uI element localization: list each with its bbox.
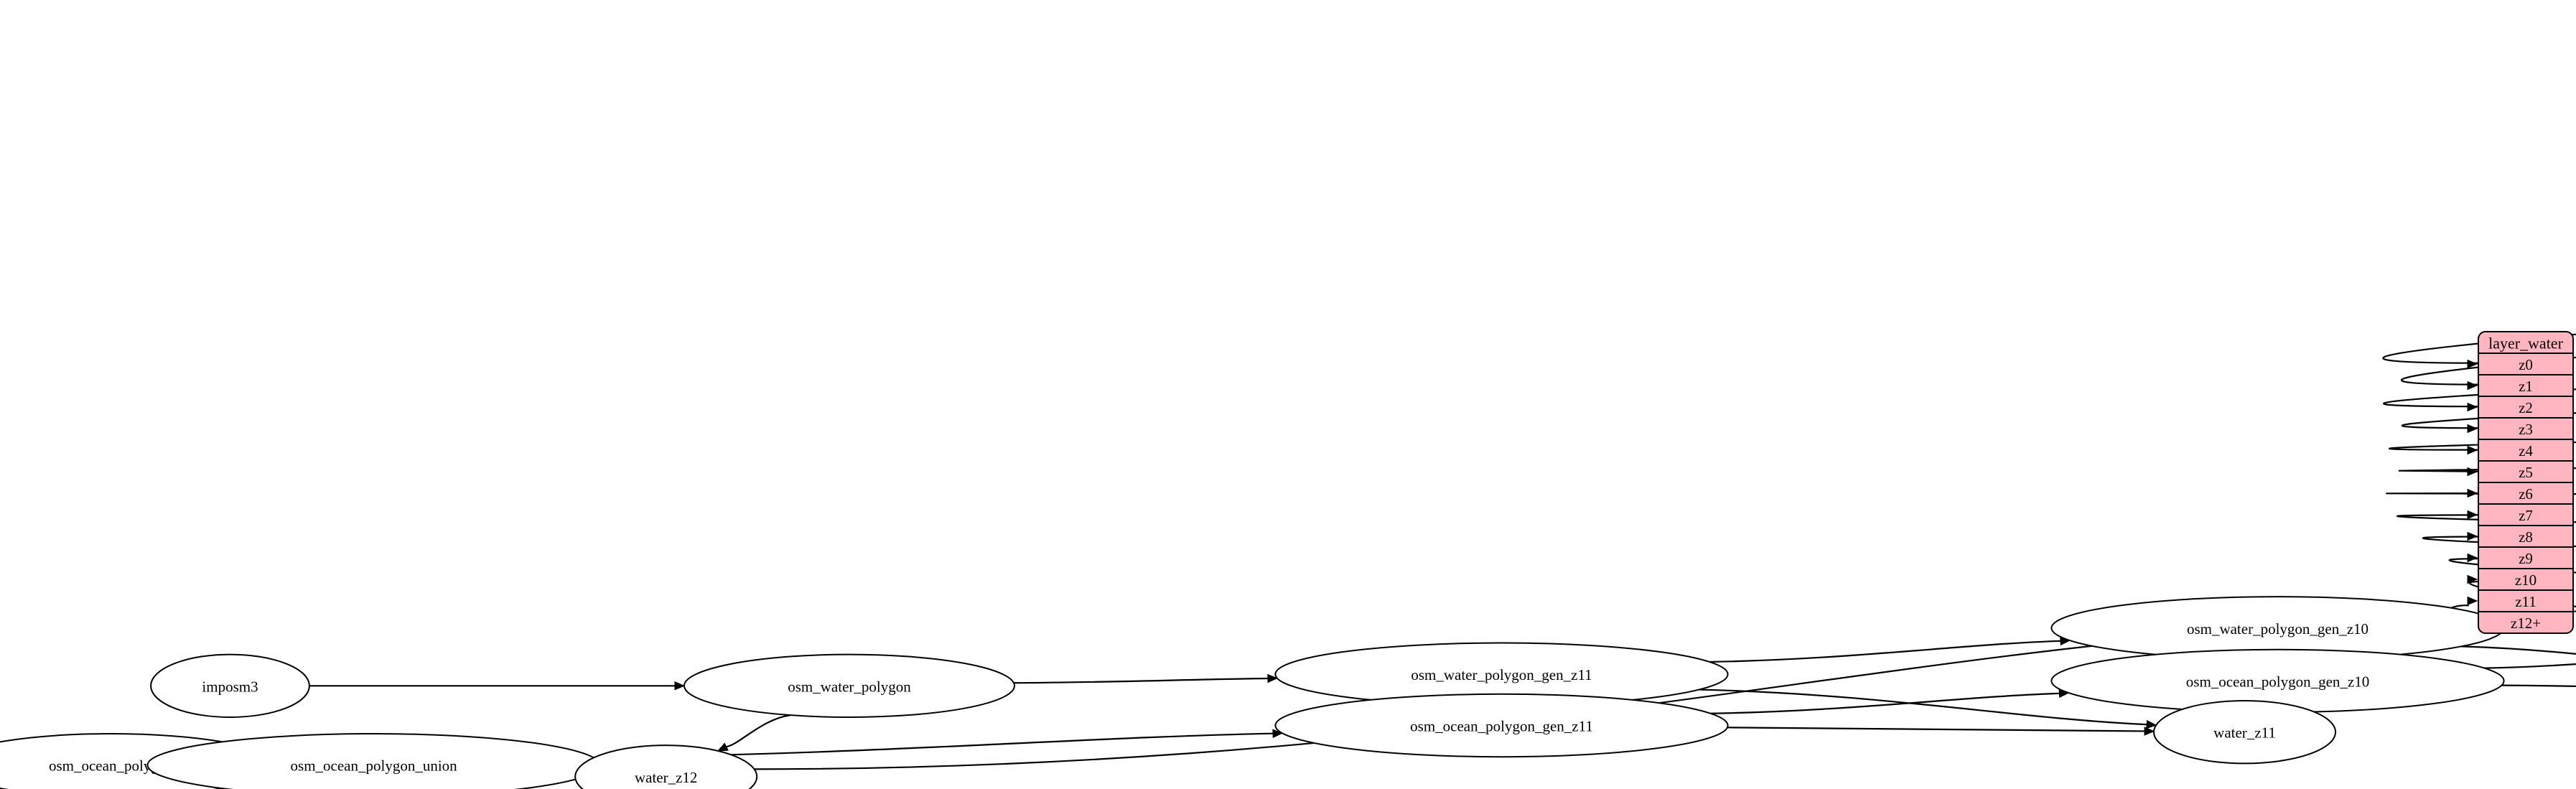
table-row-z10[interactable]: z10: [2515, 571, 2537, 589]
edge-osm_water_polygon-to-osm_water_polygon_gen_z11: [1014, 677, 1268, 684]
node-label: osm_water_polygon: [788, 678, 911, 695]
node-shape: [2153, 700, 2336, 765]
node-water_z11[interactable]: water_z11: [2153, 700, 2336, 765]
edge-arrowhead: [674, 681, 686, 691]
edge-osm_ocean_polygon_gen_z10-to-water_z10: [2501, 684, 2576, 687]
edge-osm_water_polygon_gen_z11-to-osm_water_polygon_gen_z10: [1709, 640, 2061, 663]
node-label: osm_water_polygon_gen_z11: [1411, 666, 1592, 683]
table-row-z1[interactable]: z1: [2519, 378, 2533, 395]
node-label: water_z11: [2213, 724, 2276, 742]
edge-arrowhead: [717, 742, 729, 752]
table-row-z12plus[interactable]: z12+: [2511, 615, 2541, 632]
node-label: osm_water_polygon_gen_z10: [2187, 620, 2369, 638]
node-osm_water_polygon[interactable]: osm_water_polygon: [683, 653, 1015, 718]
node-label: imposm3: [202, 678, 258, 695]
edge-water_z10-to-layer_water-z10: [2469, 581, 2576, 608]
edge-osm_water_polygon-to-water_z12: [726, 714, 790, 748]
edge-arrowhead: [2467, 402, 2478, 412]
node-osm_ocean_polygon_union[interactable]: osm_ocean_polygon_union: [146, 733, 601, 789]
edge-osm_water_polygon_gen_z11-to-water_z11: [1699, 688, 2147, 726]
edge-arrowhead: [2467, 553, 2478, 563]
node-osm_water_polygon_gen_z11[interactable]: osm_water_polygon_gen_z11: [1274, 642, 1729, 706]
edge-arrowhead: [2467, 445, 2478, 455]
layer-water-table: layer_water z0 z1 z2 z3 z4 z5 z6 z7 z8 z9 z10 z11 z12…: [2478, 331, 2574, 634]
edge-water_z2-to-layer_water-z2: [2382, 388, 2576, 408]
edge-arrowhead: [2146, 719, 2157, 729]
edge-arrowhead: [2467, 424, 2478, 434]
table-row-z7[interactable]: z7: [2519, 507, 2533, 524]
edge-arrowhead: [2467, 381, 2478, 391]
edge-osm_ocean_polygon_gen_z11-to-osm_ocean_polygon_gen_z10: [1710, 692, 2060, 714]
edges-layer: [146, 333, 2576, 778]
edge-osm_water_polygon_gen_z10-to-water_z10: [2461, 645, 2576, 655]
edge-arrowhead: [2467, 488, 2478, 498]
edge-water_z3-to-layer_water-z3: [2401, 412, 2576, 429]
table-row-z11[interactable]: z11: [2515, 593, 2537, 610]
node-label: osm_ocean_polygon_gen_z10: [2186, 673, 2369, 690]
edge-arrowhead: [2467, 510, 2478, 520]
edge-osm_ocean_polygon_gen_z11-to-water_z11: [1727, 727, 2145, 732]
edge-arrowhead: [1272, 729, 1284, 738]
node-label: osm_ocean_polygon_union: [291, 757, 458, 775]
edge-water_z4-to-layer_water-z4: [2389, 441, 2576, 451]
edge-arrowhead: [2467, 596, 2478, 606]
edge-arrowhead: [2467, 359, 2478, 369]
edge-arrowhead: [1267, 673, 1279, 683]
node-label: osm_ocean_polygon_gen_z11: [1410, 718, 1593, 735]
table-row-z9[interactable]: z9: [2519, 550, 2533, 567]
edge-arrowhead: [2467, 467, 2478, 477]
table-row-z2[interactable]: z2: [2519, 399, 2533, 416]
node-shape: [150, 653, 310, 718]
edge-water_z7-to-layer_water-z7: [2397, 514, 2576, 523]
node-shape: [574, 744, 758, 789]
edge-water_z1-to-layer_water-z1: [2401, 356, 2576, 386]
node-osm_water_polygon_gen_z10[interactable]: osm_water_polygon_gen_z10: [2050, 596, 2505, 660]
edge-water_z8-to-layer_water-z8: [2422, 536, 2576, 548]
layer-water-table-title: layer_water: [2488, 335, 2563, 353]
node-osm_ocean_polygon_gen_z11[interactable]: osm_ocean_polygon_gen_z11: [1274, 693, 1729, 758]
table-row-z8[interactable]: z8: [2519, 528, 2533, 546]
edge-arrowhead: [2467, 531, 2478, 541]
table-row-z5[interactable]: z5: [2519, 464, 2533, 481]
edge-arrowhead: [2144, 727, 2155, 736]
edge-water_z9-to-layer_water-z9: [2448, 558, 2576, 574]
node-shape: [683, 653, 1015, 718]
node-shape: [1274, 693, 1729, 758]
node-label: water_z12: [635, 769, 697, 786]
edge-osm_ocean_polygon_gen_z10-to-osm_ocean_polygon_gen_z9: [2484, 663, 2576, 669]
table-row-z0[interactable]: z0: [2519, 356, 2533, 373]
edge-water_z0-to-layer_water-z0: [2382, 333, 2576, 364]
table-row-z3[interactable]: z3: [2519, 421, 2533, 438]
table-row-z6[interactable]: z6: [2519, 485, 2533, 503]
table-row-z4[interactable]: z4: [2519, 442, 2533, 459]
node-water_z12[interactable]: water_z12: [574, 744, 758, 789]
edge-arrowhead: [2467, 574, 2478, 584]
node-imposm3[interactable]: imposm3: [150, 653, 310, 718]
